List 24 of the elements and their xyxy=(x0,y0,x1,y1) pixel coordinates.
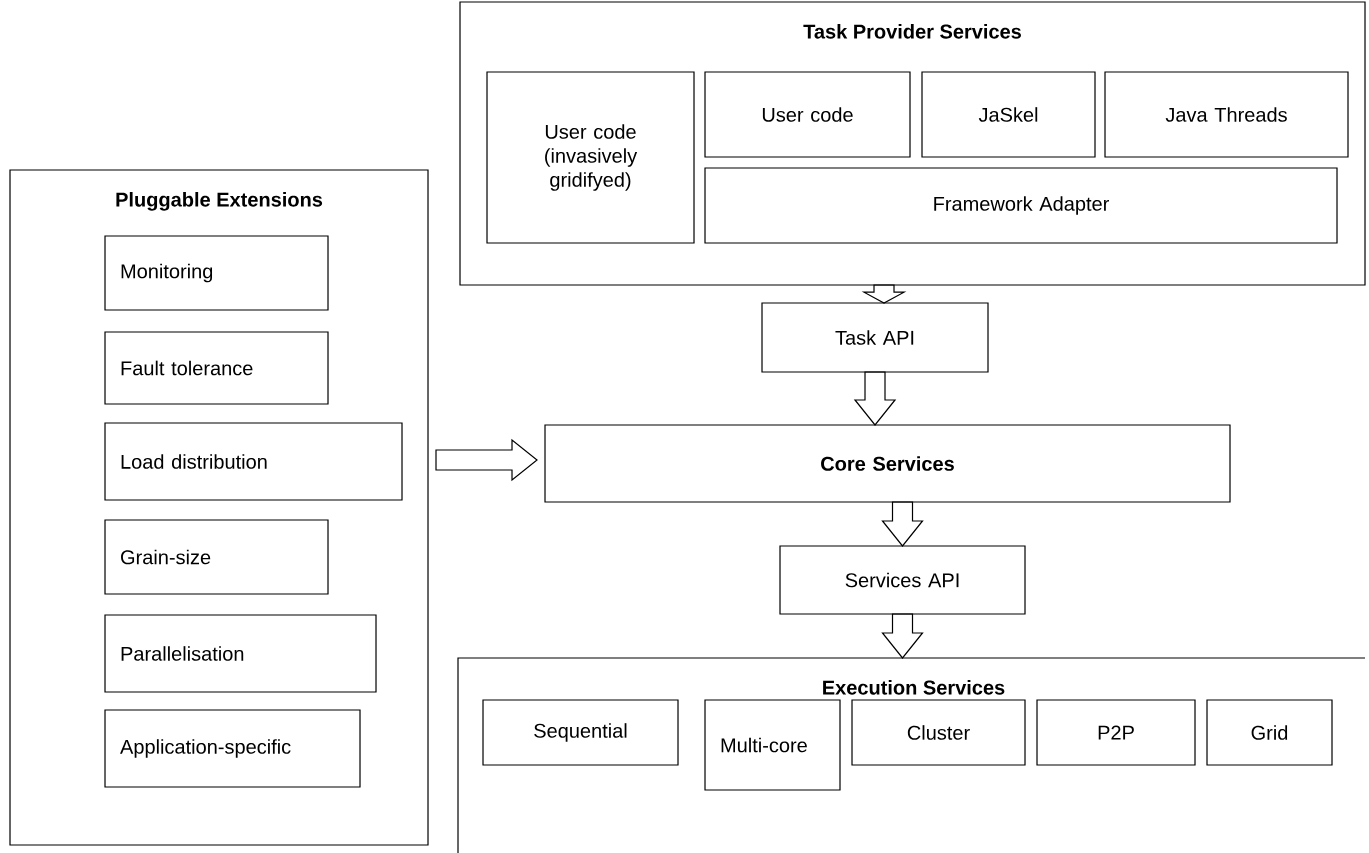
component-box: User code xyxy=(704,71,911,158)
component-box: Fault tolerance xyxy=(104,331,329,405)
component-box: Load distribution xyxy=(104,422,403,501)
component-box: Task API xyxy=(761,302,989,373)
component-box: Cluster xyxy=(851,699,1026,766)
block-arrow xyxy=(435,438,538,482)
block-arrow xyxy=(881,501,924,547)
block-arrow xyxy=(861,284,907,304)
component-box: Parallelisation xyxy=(104,614,377,693)
component-box: Core Services xyxy=(544,424,1231,503)
component-box: Sequential xyxy=(482,699,679,766)
component-box: Grain-size xyxy=(104,519,329,595)
component-box: Application-specific xyxy=(104,709,361,788)
component-box: JaSkel xyxy=(921,71,1096,158)
component-box: Monitoring xyxy=(104,235,329,311)
component-box: P2P xyxy=(1036,699,1196,766)
component-box: Java Threads xyxy=(1104,71,1349,158)
block-arrow xyxy=(881,613,924,659)
component-box: Multi-core xyxy=(704,699,841,791)
component-box: Grid xyxy=(1206,699,1333,766)
component-box: Framework Adapter xyxy=(704,167,1338,244)
component-box: Services API xyxy=(779,545,1026,615)
component-box: User code (invasively gridifyed) xyxy=(486,71,695,244)
block-arrow xyxy=(853,371,897,426)
